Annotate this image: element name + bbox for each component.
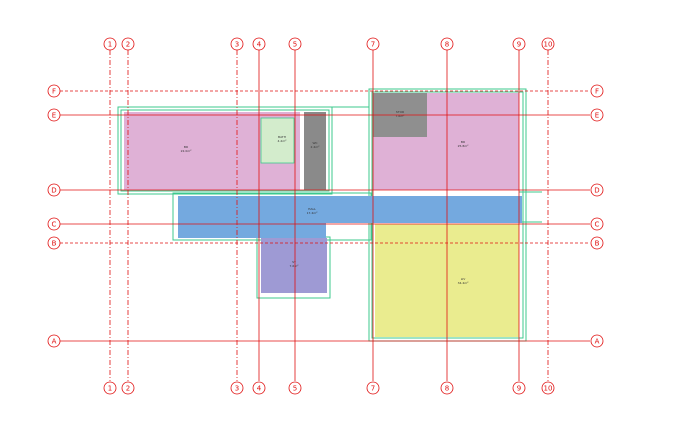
grid-bubble-bottom-8 — [440, 381, 454, 395]
grid-label-top-8: 8 — [445, 41, 449, 49]
grid-label-top-10: 10 — [544, 41, 553, 49]
grid-label-bottom-9: 9 — [517, 385, 521, 393]
room-label-yellow: LIV — [461, 277, 467, 281]
grid-bubble-top-4 — [252, 37, 266, 51]
grid-label-top-3: 3 — [235, 41, 239, 49]
room-area-corridor: 17.4m² — [307, 211, 319, 215]
grid-label-right-f: F — [595, 88, 599, 96]
grid-bubble-top-2 — [121, 37, 135, 51]
grid-label-bottom-7: 7 — [371, 385, 375, 393]
grid-bubble-top-7 — [366, 37, 380, 51]
grid-bubble-right-b — [590, 236, 604, 250]
grid-bubble-bottom-1 — [103, 381, 117, 395]
grid-label-bottom-4: 4 — [257, 385, 262, 393]
room-label-small-green: BATH — [278, 135, 286, 139]
grid-bubble-left-a — [47, 334, 61, 348]
grid-bubble-top-10 — [541, 37, 555, 51]
room-label-left-large: BR — [184, 145, 188, 149]
grid-label-top-7: 7 — [371, 41, 375, 49]
grid-label-left-d: D — [51, 187, 56, 195]
rooms — [124, 93, 522, 337]
grid-bubble-right-c — [590, 217, 604, 231]
grid-bubble-left-d — [47, 183, 61, 197]
room-area-left-large: 22.0m² — [181, 149, 193, 153]
grid-bubble-bottom-7 — [366, 381, 380, 395]
grid-bubbles — [47, 37, 604, 395]
grid-label-top-1: 1 — [108, 41, 112, 49]
room-area-small-green: 4.2m² — [278, 139, 288, 143]
grid-label-bottom-8: 8 — [445, 385, 449, 393]
grid-bubble-top-3 — [230, 37, 244, 51]
grid-lines — [60, 50, 590, 381]
grid-label-top-5: 5 — [293, 41, 297, 49]
grid-bubble-bottom-3 — [230, 381, 244, 395]
grid-bubble-labels: 1 2 3 4 5 7 8 9 10 1 2 3 4 5 7 8 9 10 F … — [51, 41, 599, 393]
grid-bubble-top-5 — [288, 37, 302, 51]
room-label-dark-grey: STOR — [396, 110, 404, 114]
room-label-small-grey: WC — [312, 141, 317, 145]
grid-bubble-right-e — [590, 108, 604, 122]
grid-bubble-left-e — [47, 108, 61, 122]
room-area-right-pink: 25.8m² — [458, 144, 470, 148]
grid-label-right-c: C — [595, 221, 600, 229]
grid-bubble-bottom-10 — [541, 381, 555, 395]
grid-bubble-bottom-4 — [252, 381, 266, 395]
grid-bubble-left-f — [47, 84, 61, 98]
grid-bubble-bottom-5 — [288, 381, 302, 395]
grid-label-right-e: E — [595, 112, 599, 120]
grid-label-right-d: D — [594, 187, 599, 195]
grid-label-left-e: E — [52, 112, 56, 120]
grid-label-left-c: C — [52, 221, 57, 229]
wall-outline-left-block-inner — [120, 109, 330, 192]
grid-bubble-right-a — [590, 334, 604, 348]
room-label-corridor: HALL — [308, 207, 316, 211]
room-small-green[interactable] — [260, 117, 295, 164]
grid-label-left-f: F — [52, 88, 56, 96]
room-corridor-lower — [178, 222, 326, 238]
grid-label-bottom-3: 3 — [235, 385, 239, 393]
wall-outline-left-block — [117, 106, 333, 195]
room-area-purple: 7.6m² — [290, 264, 300, 268]
room-purple[interactable] — [261, 238, 327, 293]
grid-label-bottom-1: 1 — [108, 385, 112, 393]
room-label-right-pink: BR — [461, 140, 465, 144]
grid-bubble-left-c — [47, 217, 61, 231]
grid-bubble-top-9 — [512, 37, 526, 51]
grid-label-left-a: A — [52, 338, 57, 346]
grid-bubble-bottom-9 — [512, 381, 526, 395]
room-corridor[interactable] — [178, 196, 522, 223]
room-area-yellow: 34.4m² — [458, 281, 470, 285]
room-labels: BR 22.0m² BATH 4.2m² WC 2.4m² HALL 17.4m… — [181, 110, 470, 285]
grid-label-bottom-10: 10 — [544, 385, 553, 393]
grid-bubble-left-b — [47, 236, 61, 250]
grid-label-top-9: 9 — [517, 41, 521, 49]
grid-label-left-b: B — [52, 240, 57, 248]
grid-label-right-a: A — [595, 338, 600, 346]
grid-label-top-4: 4 — [257, 41, 262, 49]
room-small-grey[interactable] — [304, 112, 326, 190]
room-label-purple: ST — [292, 260, 296, 264]
grid-bubble-bottom-2 — [121, 381, 135, 395]
room-area-small-grey: 2.4m² — [311, 145, 321, 149]
grid-label-top-2: 2 — [126, 41, 130, 49]
grid-bubble-right-d — [590, 183, 604, 197]
room-right-pink-lower — [373, 137, 427, 190]
grid-label-bottom-2: 2 — [126, 385, 130, 393]
grid-bubble-top-8 — [440, 37, 454, 51]
grid-label-bottom-5: 5 — [293, 385, 297, 393]
room-area-dark-grey: 7.6m² — [396, 114, 406, 118]
room-right-pink[interactable] — [427, 93, 519, 190]
grid-label-right-b: B — [595, 240, 600, 248]
grid-bubble-top-1 — [103, 37, 117, 51]
grid-bubble-right-f — [590, 84, 604, 98]
